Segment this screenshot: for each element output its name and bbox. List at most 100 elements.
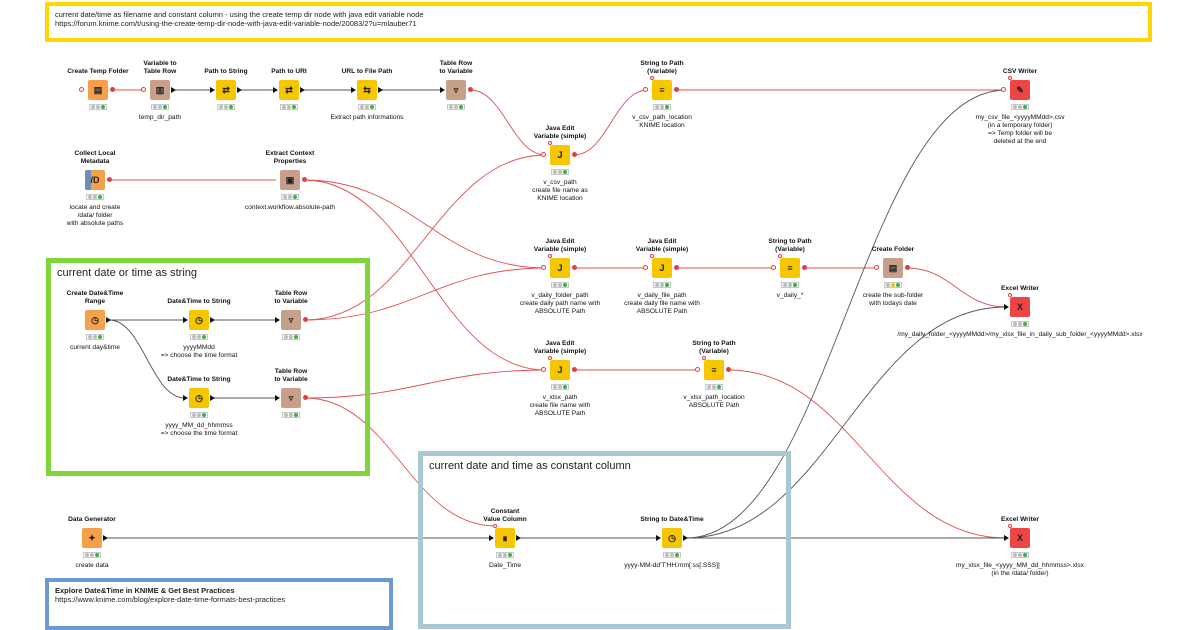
- flow-variable-port[interactable]: [650, 254, 654, 258]
- data-out-port[interactable]: [171, 87, 176, 93]
- date-string-icon[interactable]: ◷: [189, 388, 209, 408]
- row-variable-icon[interactable]: ▿: [446, 80, 466, 100]
- node-title: Extract Context Properties: [265, 150, 315, 165]
- csv-writer-icon[interactable]: ✎: [1010, 80, 1030, 100]
- connection-n14-n17: [304, 267, 547, 321]
- node-title: Create Date&Time Range: [66, 290, 124, 305]
- constant-column-icon[interactable]: ∎: [495, 528, 515, 548]
- flow-variable-port[interactable]: [778, 254, 782, 258]
- variable-in-port[interactable]: [541, 265, 546, 270]
- string-date-icon[interactable]: ◷: [662, 528, 682, 548]
- data-in-port[interactable]: [210, 87, 215, 93]
- flow-variable-port[interactable]: [493, 524, 497, 528]
- variable-out-port[interactable]: [674, 87, 679, 92]
- metadata-icon[interactable]: /D: [85, 170, 105, 190]
- data-in-port[interactable]: [183, 395, 188, 401]
- variable-in-port[interactable]: [643, 87, 648, 92]
- data-out-port[interactable]: [210, 317, 215, 323]
- variable-out-port[interactable]: [302, 177, 307, 182]
- annotation-constant-column: current date and time as constant column: [418, 451, 791, 629]
- variable-in-port[interactable]: [874, 265, 879, 270]
- java-icon[interactable]: J: [550, 258, 570, 278]
- variable-in-port[interactable]: [695, 367, 700, 372]
- create-folder-icon[interactable]: ▤: [883, 258, 903, 278]
- connection-n6-n9: [469, 89, 547, 156]
- variable-out-port[interactable]: [905, 265, 910, 270]
- row-variable-icon[interactable]: ▿: [281, 310, 301, 330]
- variable-out-port[interactable]: [572, 265, 577, 270]
- data-in-port[interactable]: [1004, 535, 1009, 541]
- flow-variable-port[interactable]: [1008, 76, 1012, 80]
- data-in-port[interactable]: [351, 87, 356, 93]
- data-in-port[interactable]: [656, 535, 661, 541]
- variable-out-port[interactable]: [802, 265, 807, 270]
- data-in-port[interactable]: [275, 395, 280, 401]
- java-icon[interactable]: J: [550, 145, 570, 165]
- node-description: context.workflow.absolute-path: [244, 204, 336, 211]
- variable-out-port[interactable]: [110, 87, 115, 92]
- variable-in-port[interactable]: [771, 265, 776, 270]
- java-icon[interactable]: J: [652, 258, 672, 278]
- node-title: Excel Writer: [1001, 516, 1039, 523]
- data-in-port[interactable]: [1004, 304, 1009, 310]
- data-in-port[interactable]: [273, 87, 278, 93]
- data-out-port[interactable]: [683, 535, 688, 541]
- flow-variable-port[interactable]: [702, 356, 706, 360]
- variable-in-port[interactable]: [643, 265, 648, 270]
- variable-out-port[interactable]: [468, 87, 473, 92]
- variable-in-port[interactable]: [79, 87, 84, 92]
- variable-out-port[interactable]: [107, 177, 112, 182]
- data-in-port[interactable]: [275, 317, 280, 323]
- path-uri-icon[interactable]: ⇄: [279, 80, 299, 100]
- variable-in-port[interactable]: [141, 87, 146, 92]
- flow-variable-port[interactable]: [548, 254, 552, 258]
- variable-in-port[interactable]: [541, 152, 546, 157]
- data-in-port[interactable]: [440, 87, 445, 93]
- string-path-icon[interactable]: ≡: [704, 360, 724, 380]
- variable-in-port[interactable]: [541, 367, 546, 372]
- data-out-port[interactable]: [106, 317, 111, 323]
- connection-n11-n22: [303, 179, 547, 371]
- data-out-port[interactable]: [516, 535, 521, 541]
- row-variable-icon[interactable]: ▿: [281, 388, 301, 408]
- data-out-port[interactable]: [237, 87, 242, 93]
- node-description: create the sub-folder with todays date: [862, 292, 924, 307]
- connection-n16-n25: [304, 397, 497, 527]
- url-path-icon[interactable]: ⇆: [357, 80, 377, 100]
- data-out-port[interactable]: [210, 395, 215, 401]
- flow-variable-port[interactable]: [1008, 293, 1012, 297]
- flow-variable-port[interactable]: [650, 76, 654, 80]
- context-icon[interactable]: ▣: [280, 170, 300, 190]
- date-string-icon[interactable]: ◷: [189, 310, 209, 330]
- data-in-port[interactable]: [183, 317, 188, 323]
- date-range-icon[interactable]: ◷: [85, 310, 105, 330]
- data-out-port[interactable]: [103, 535, 108, 541]
- flow-variable-port[interactable]: [548, 356, 552, 360]
- variable-out-port[interactable]: [572, 152, 577, 157]
- variable-out-port[interactable]: [674, 265, 679, 270]
- excel-writer-icon[interactable]: X: [1010, 297, 1030, 317]
- node-status-indicator: [1011, 104, 1029, 110]
- data-generator-icon[interactable]: ✦: [82, 528, 102, 548]
- flow-variable-port[interactable]: [1008, 524, 1012, 528]
- variable-out-port[interactable]: [726, 367, 731, 372]
- string-path-icon[interactable]: ≡: [780, 258, 800, 278]
- variable-out-port[interactable]: [572, 367, 577, 372]
- annotation-explore-line-1: Explore Date&Time in KNIME & Get Best Pr…: [55, 586, 235, 595]
- node-title: Java Edit Variable (simple): [533, 125, 587, 140]
- variable-in-port[interactable]: [1001, 87, 1006, 92]
- table-icon[interactable]: ▥: [150, 80, 170, 100]
- java-icon[interactable]: J: [550, 360, 570, 380]
- variable-out-port[interactable]: [303, 395, 308, 400]
- excel-writer-icon[interactable]: X: [1010, 528, 1030, 548]
- flow-variable-port[interactable]: [548, 141, 552, 145]
- variable-out-port[interactable]: [303, 317, 308, 322]
- string-path-icon[interactable]: ≡: [652, 80, 672, 100]
- node-status-indicator: [781, 282, 799, 288]
- data-in-port[interactable]: [489, 535, 494, 541]
- folder-icon[interactable]: ▤: [88, 80, 108, 100]
- data-out-port[interactable]: [378, 87, 383, 93]
- data-out-port[interactable]: [300, 87, 305, 93]
- node-status-indicator: [280, 104, 298, 110]
- path-string-icon[interactable]: ⇄: [216, 80, 236, 100]
